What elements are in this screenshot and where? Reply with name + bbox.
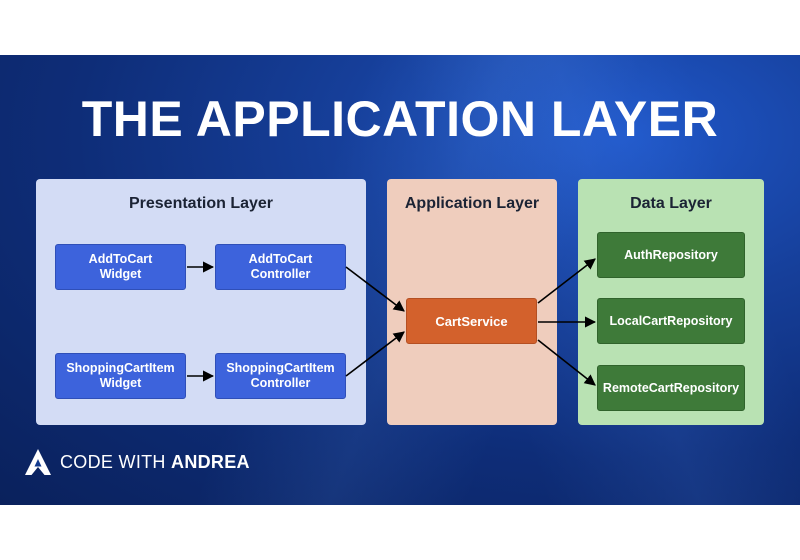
data-layer-title: Data Layer	[630, 195, 712, 212]
code-with-andrea-logo: CODE WITH ANDREA	[24, 447, 250, 477]
node-label-line1: AddToCart	[248, 252, 313, 266]
arrow-cartservice-to-auth	[537, 258, 596, 304]
arrow-shoppingcart-controller-to-cartservice	[345, 331, 405, 377]
logo-word-code: CODE	[60, 451, 114, 472]
node-label: RemoteCartRepository	[602, 380, 740, 395]
banner: THE APPLICATION LAYER Presentation Layer…	[0, 55, 800, 505]
shopping-cart-item-controller-node: ShoppingCartItem Controller	[215, 353, 346, 399]
shopping-cart-item-widget-node: ShoppingCartItem Widget	[55, 353, 186, 399]
presentation-layer-title: Presentation Layer	[128, 195, 274, 212]
application-layer-title: Application Layer	[404, 195, 540, 212]
node-label-line1: ShoppingCartItem	[226, 361, 335, 375]
auth-repository-node: AuthRepository	[597, 232, 745, 278]
logo-word-andrea: ANDREA	[171, 451, 250, 472]
node-label-line2: Widget	[99, 267, 142, 281]
node-label-line2: Controller	[250, 376, 311, 390]
add-to-cart-controller-node: AddToCart Controller	[215, 244, 346, 290]
node-label-line1: AddToCart	[88, 252, 153, 266]
logo-word-with: WITH	[118, 451, 166, 472]
node-label-line2: Widget	[99, 376, 142, 390]
node-label: AuthRepository	[624, 247, 718, 262]
local-cart-repository-node: LocalCartRepository	[597, 298, 745, 344]
logo-text: CODE WITH ANDREA	[60, 452, 250, 473]
node-label-line2: Controller	[250, 267, 311, 281]
node-label: CartService	[435, 313, 508, 329]
arrow-cartservice-to-remote	[537, 339, 596, 386]
remote-cart-repository-node: RemoteCartRepository	[597, 365, 745, 411]
node-label-line1: ShoppingCartItem	[66, 361, 175, 375]
page-title: THE APPLICATION LAYER	[81, 91, 719, 147]
cart-service-node: CartService	[406, 298, 537, 344]
add-to-cart-widget-node: AddToCart Widget	[55, 244, 186, 290]
arrow-addtocart-controller-to-cartservice	[345, 266, 405, 312]
logo-a-icon	[25, 449, 51, 475]
connector-arrows	[187, 258, 597, 386]
node-label: LocalCartRepository	[609, 313, 733, 328]
